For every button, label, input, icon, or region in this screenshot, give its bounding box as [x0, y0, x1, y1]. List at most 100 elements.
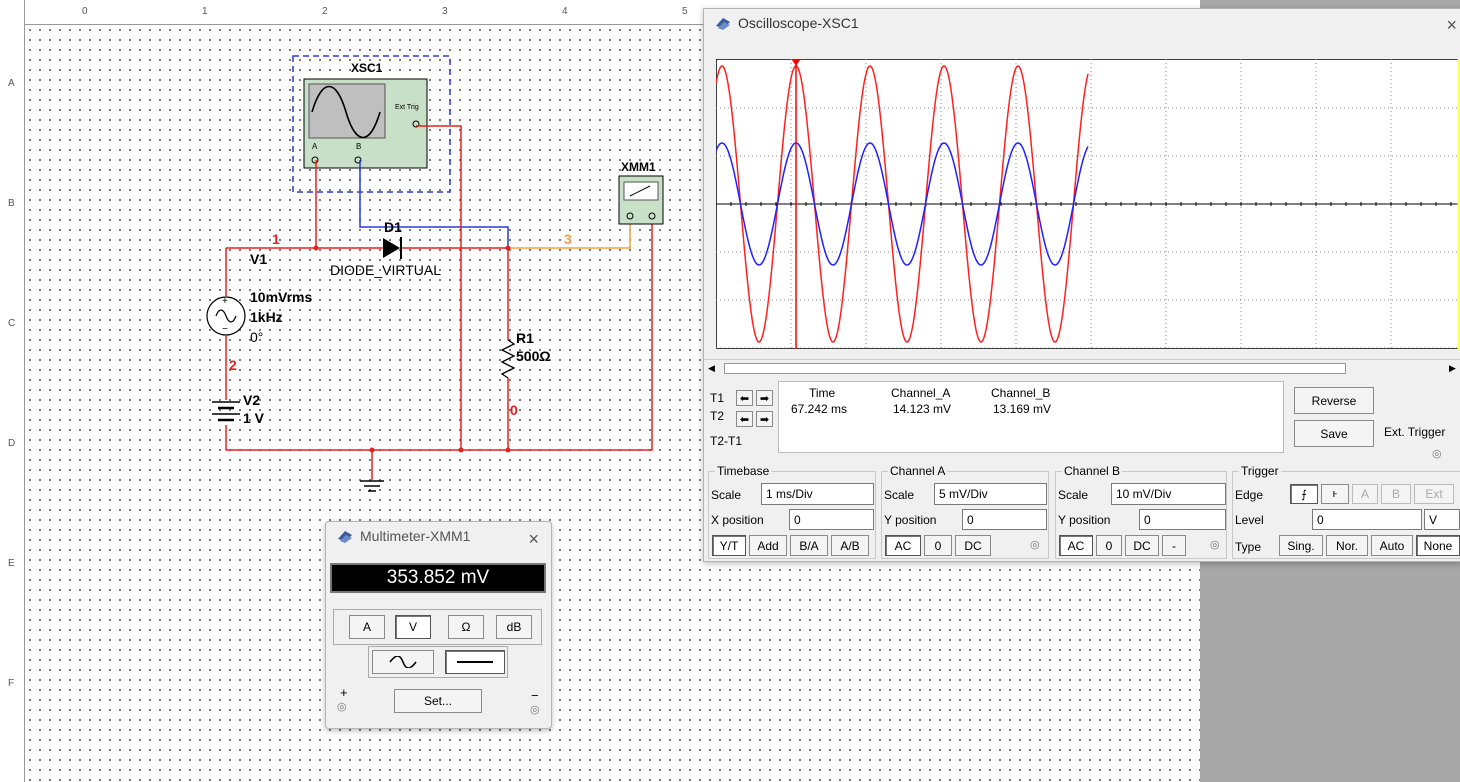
channel-a-title: Channel A — [888, 464, 948, 478]
a-over-b-button[interactable]: A/B — [831, 535, 869, 556]
trigger-type-label: Type — [1235, 540, 1262, 554]
t2-left-arrow-icon[interactable]: ⬅ — [736, 411, 753, 427]
net-label-3: 3 — [564, 231, 572, 247]
channel-a-terminal-icon[interactable]: ◎ — [1030, 539, 1040, 551]
scope-display[interactable] — [716, 59, 1460, 349]
channel-a-ac-button[interactable]: AC — [885, 535, 921, 556]
diode-value: DIODE_VIRTUAL — [330, 262, 441, 278]
channel-b-ac-button[interactable]: AC — [1059, 535, 1093, 556]
channel-b-terminal-icon[interactable]: ◎ — [1210, 539, 1220, 551]
diode-ref: D1 — [384, 219, 402, 235]
timebase-xpos-label: X position — [711, 513, 764, 527]
multimeter-titlebar[interactable]: Multimeter-XMM1 — [326, 522, 551, 550]
multimeter-title: Multimeter-XMM1 — [360, 528, 471, 544]
cursor-t1-handle — [791, 59, 801, 66]
oscilloscope-titlebar[interactable]: Oscilloscope-XSC1 — [704, 9, 1460, 37]
channel-b-ypos-field[interactable]: 0 — [1139, 509, 1226, 530]
close-icon[interactable]: × — [528, 529, 539, 549]
voltmeter-mode-button[interactable]: V — [395, 615, 431, 639]
resistor-symbol — [500, 339, 516, 379]
ruler-tick: C — [8, 318, 16, 329]
plus-terminal-icon[interactable]: ◎ — [337, 701, 347, 713]
t1-left-arrow-icon[interactable]: ⬅ — [736, 390, 753, 406]
channel-a-ypos-field[interactable]: 0 — [962, 509, 1047, 530]
battery-symbol — [212, 401, 240, 422]
trigger-level-unit[interactable]: V — [1424, 509, 1460, 530]
app-logo-icon — [338, 531, 352, 543]
set-button[interactable]: Set... — [394, 689, 482, 713]
multimeter-window[interactable]: Multimeter-XMM1 × 353.852 mV A V Ω dB + … — [325, 521, 552, 729]
source2-ref: V2 — [243, 392, 261, 408]
trigger-auto-button[interactable]: Auto — [1371, 535, 1413, 556]
schematic-canvas[interactable]: + − — [0, 0, 1200, 782]
source1-frequency: 1kHz — [250, 309, 283, 325]
scope-selection-box — [292, 55, 451, 193]
trigger-level-label: Level — [1235, 513, 1264, 527]
oscilloscope-window[interactable]: Oscilloscope-XSC1 × ◀ ▶ T1 T2 T2-T1 ⬅ ➡ … — [703, 8, 1460, 562]
trigger-level-field[interactable]: 0 — [1312, 509, 1422, 530]
ruler-tick: 3 — [442, 6, 448, 17]
scroll-left-icon[interactable]: ◀ — [708, 363, 715, 373]
source1-phase: 0° — [250, 329, 264, 345]
channel-b-group: Channel B Scale 10 mV/Div Y position 0 A… — [1055, 464, 1227, 559]
rising-edge-icon[interactable]: ⨍ — [1290, 484, 1318, 504]
decibel-mode-button[interactable]: dB — [496, 615, 532, 639]
ruler-tick: A — [8, 78, 15, 89]
left-ruler: A B C D E F — [0, 0, 25, 782]
timebase-title: Timebase — [715, 464, 772, 478]
channel-b-dc-button[interactable]: DC — [1125, 535, 1159, 556]
trigger-source-ext-button[interactable]: Ext — [1414, 484, 1454, 504]
diode-symbol — [383, 237, 402, 259]
app-logo-icon — [716, 18, 730, 30]
ruler-tick: 2 — [322, 6, 328, 17]
minus-terminal-icon[interactable]: ◎ — [530, 704, 540, 716]
source2-value: 1 V — [243, 410, 265, 426]
trigger-single-button[interactable]: Sing. — [1279, 535, 1323, 556]
t2-right-arrow-icon[interactable]: ➡ — [756, 411, 773, 427]
scope-scrollbar[interactable]: ◀ ▶ — [704, 359, 1460, 376]
dc-mode-icon[interactable] — [445, 650, 505, 674]
trigger-source-b-button[interactable]: B — [1381, 484, 1411, 504]
trigger-normal-button[interactable]: Nor. — [1326, 535, 1368, 556]
t1-label: T1 — [710, 391, 725, 405]
add-button[interactable]: Add — [749, 535, 787, 556]
ac-mode-icon[interactable] — [372, 650, 434, 674]
b-over-a-button[interactable]: B/A — [790, 535, 828, 556]
reverse-button[interactable]: Reverse — [1294, 387, 1374, 414]
channel-a-zero-button[interactable]: 0 — [924, 535, 952, 556]
source1-ref: V1 — [250, 251, 268, 267]
timebase-scale-field[interactable]: 1 ms/Div — [761, 483, 874, 505]
net-label-2: 2 — [229, 357, 237, 373]
wire-net-3 — [508, 220, 631, 249]
save-button[interactable]: Save — [1294, 420, 1374, 447]
timebase-xpos-field[interactable]: 0 — [789, 509, 874, 530]
oscilloscope-title: Oscilloscope-XSC1 — [738, 15, 859, 31]
channel-b-zero-button[interactable]: 0 — [1096, 535, 1122, 556]
resistor-value: 500Ω — [516, 348, 551, 364]
net-label-0: 0 — [510, 402, 518, 418]
channel-a-scale-field[interactable]: 5 mV/Div — [934, 483, 1047, 505]
channel-a-dc-button[interactable]: DC — [955, 535, 991, 556]
ruler-tick: 0 — [82, 6, 88, 17]
yt-button[interactable]: Y/T — [712, 535, 746, 556]
ruler-tick: 4 — [562, 6, 568, 17]
ammeter-mode-button[interactable]: A — [349, 615, 385, 639]
channel-b-ypos-label: Y position — [1058, 513, 1111, 527]
scroll-right-icon[interactable]: ▶ — [1449, 363, 1456, 373]
channel-b-scale-field[interactable]: 10 mV/Div — [1111, 483, 1226, 505]
svg-text:−: − — [222, 324, 228, 335]
close-icon[interactable]: × — [1446, 15, 1457, 35]
ext-trigger-terminal-icon[interactable]: ◎ — [1432, 448, 1442, 460]
trigger-none-button[interactable]: None — [1416, 535, 1460, 556]
ohmmeter-mode-button[interactable]: Ω — [448, 615, 484, 639]
trigger-source-a-button[interactable]: A — [1352, 484, 1378, 504]
channel-a-group: Channel A Scale 5 mV/Div Y position 0 AC… — [881, 464, 1049, 559]
scope-pin-b-label: B — [356, 142, 362, 151]
falling-edge-icon[interactable]: ⱶ — [1321, 484, 1349, 504]
channel-b-invert-button[interactable]: - — [1162, 535, 1186, 556]
ruler-tick: E — [8, 558, 15, 569]
wire-ext-trig — [416, 125, 462, 450]
t1-right-arrow-icon[interactable]: ➡ — [756, 390, 773, 406]
scope-ext-trig-label: Ext Trig — [395, 104, 419, 111]
scroll-thumb[interactable] — [724, 363, 1346, 374]
